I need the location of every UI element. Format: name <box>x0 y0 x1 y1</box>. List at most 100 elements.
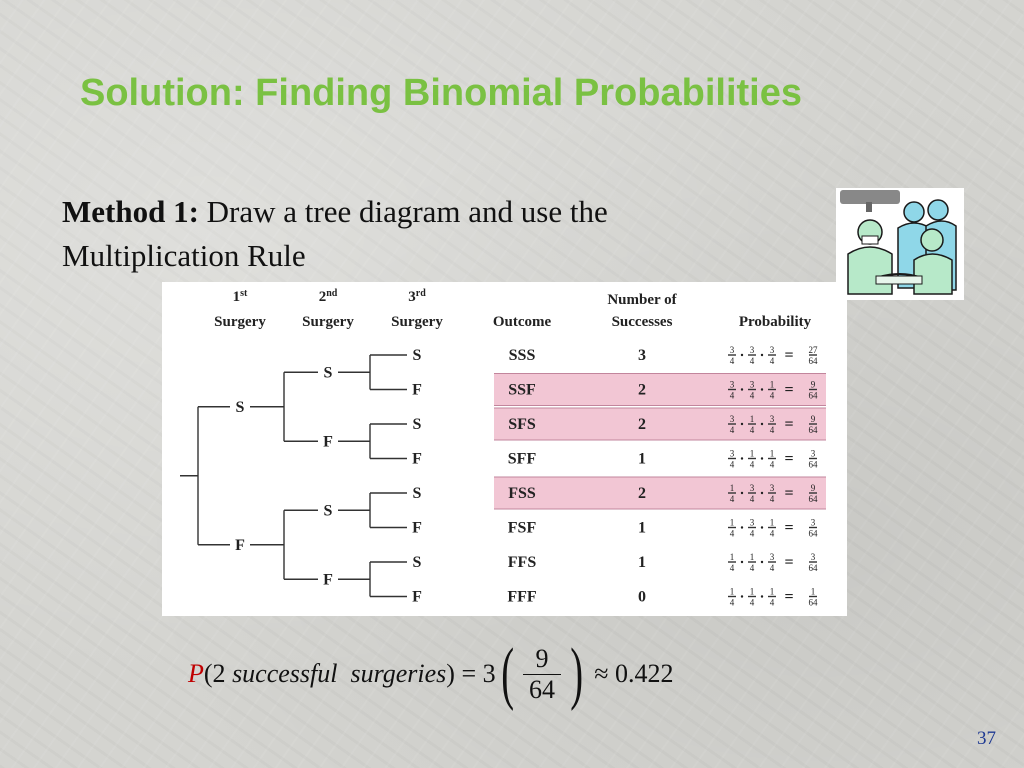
prob-factor3-num: 1 <box>770 587 775 597</box>
surgeons-clipart-icon <box>836 188 964 300</box>
prob-equals: = <box>784 520 793 537</box>
formula-fraction: 9 64 <box>522 643 561 705</box>
prob-factor2-den: 4 <box>750 425 755 435</box>
tree-node-level2: F <box>323 433 333 450</box>
prob-dot <box>740 560 744 564</box>
prob-factor3-num: 1 <box>770 518 775 528</box>
prob-equals: = <box>784 554 793 571</box>
prob-dot <box>740 353 744 357</box>
formula-p: P <box>188 659 204 688</box>
successes-cell: 2 <box>638 382 646 399</box>
formula-argument: successful surgeries <box>232 659 447 688</box>
formula-numerator: 9 <box>535 643 549 673</box>
prob-dot <box>740 526 744 529</box>
outcome-cell: FFS <box>508 554 537 571</box>
prob-factor1-num: 1 <box>730 483 735 493</box>
prob-dot <box>760 353 764 357</box>
prob-factor2-den: 4 <box>750 598 755 608</box>
tree-node-level2: F <box>323 571 333 588</box>
prob-equals: = <box>784 416 793 433</box>
header-surgery1-line1: 1st <box>233 288 248 305</box>
outcome-cell: SSS <box>509 347 536 364</box>
prob-dot <box>740 422 744 426</box>
prob-result-den: 64 <box>809 563 819 573</box>
header-surgery3-line1: 3rd <box>408 288 426 305</box>
successes-cell: 2 <box>638 485 646 502</box>
formula-left-paren: ( <box>500 635 514 712</box>
row-highlight <box>494 373 826 406</box>
prob-equals: = <box>784 589 793 606</box>
tree-node-level3: F <box>412 382 422 399</box>
formula-close: ) = 3 <box>446 659 496 688</box>
formula-open: (2 <box>203 659 233 688</box>
prob-result-num: 1 <box>811 587 816 597</box>
tree-node-level2: S <box>324 364 333 381</box>
header-successes-line2: Successes <box>612 314 673 330</box>
prob-dot <box>740 491 744 495</box>
prob-factor2-den: 4 <box>750 529 755 539</box>
prob-factor1-den: 4 <box>730 563 735 573</box>
prob-factor1-den: 4 <box>730 598 735 608</box>
prob-result-den: 64 <box>809 391 819 401</box>
successes-cell: 0 <box>638 589 646 606</box>
prob-factor3-num: 1 <box>770 449 775 459</box>
prob-factor3-den: 4 <box>770 598 775 608</box>
prob-factor2-den: 4 <box>750 494 755 504</box>
tree-node-level1: S <box>236 399 245 416</box>
prob-dot <box>760 422 764 426</box>
tree-node-level3: F <box>412 451 422 468</box>
method-label: Method 1: <box>62 194 199 229</box>
prob-equals: = <box>784 451 793 468</box>
method-text: Method 1: Draw a tree diagram and use th… <box>62 190 822 278</box>
prob-factor3-num: 3 <box>770 414 775 424</box>
prob-dot <box>740 595 744 598</box>
method-description-line2: Multiplication Rule <box>62 238 306 273</box>
outcome-cell: FFF <box>507 589 537 606</box>
tree-node-level3: S <box>413 485 422 502</box>
header-surgery1-line2: Surgery <box>214 314 266 330</box>
prob-result-den: 64 <box>809 494 819 504</box>
prob-result-den: 64 <box>809 598 819 608</box>
prob-factor1-den: 4 <box>730 425 735 435</box>
prob-dot <box>760 595 764 598</box>
row-highlight <box>494 477 826 509</box>
prob-factor1-num: 3 <box>730 414 735 424</box>
prob-factor1-num: 3 <box>730 380 735 390</box>
method-description-line1: Draw a tree diagram and use the <box>198 194 608 229</box>
formula-denominator: 64 <box>522 673 561 705</box>
prob-result-num: 3 <box>811 552 816 562</box>
prob-factor2-num: 1 <box>750 449 755 459</box>
outcome-cell: SFF <box>508 451 537 468</box>
prob-factor3-num: 3 <box>770 345 775 355</box>
outcome-cell: FSF <box>508 520 537 537</box>
successes-cell: 3 <box>638 347 646 364</box>
prob-result-den: 64 <box>809 460 819 470</box>
successes-cell: 1 <box>638 554 646 571</box>
prob-factor1-den: 4 <box>730 494 735 504</box>
outcome-cell: FSS <box>508 485 536 502</box>
prob-result-num: 3 <box>811 518 816 528</box>
prob-factor1-den: 4 <box>730 460 735 470</box>
prob-factor1-num: 1 <box>730 518 735 528</box>
prob-dot <box>760 526 764 529</box>
prob-factor1-num: 3 <box>730 449 735 459</box>
prob-factor1-num: 3 <box>730 345 735 355</box>
prob-dot <box>760 560 764 564</box>
prob-dot <box>760 388 764 391</box>
prob-result-num: 27 <box>809 345 819 355</box>
tree-node-level3: F <box>412 589 422 606</box>
prob-factor3-den: 4 <box>770 529 775 539</box>
prob-factor1-den: 4 <box>730 391 735 401</box>
prob-factor2-num: 3 <box>750 483 755 493</box>
binomial-formula: P (2 successful surgeries ) = 3 ( 9 64 )… <box>188 632 674 716</box>
prob-factor3-den: 4 <box>770 356 775 366</box>
prob-factor3-den: 4 <box>770 425 775 435</box>
row-highlight <box>494 408 826 440</box>
prob-factor2-num: 1 <box>750 414 755 424</box>
header-surgery3-line2: Surgery <box>391 314 443 330</box>
prob-factor3-num: 1 <box>770 380 775 390</box>
prob-result-num: 9 <box>811 414 816 424</box>
prob-factor2-den: 4 <box>750 563 755 573</box>
successes-cell: 1 <box>638 520 646 537</box>
